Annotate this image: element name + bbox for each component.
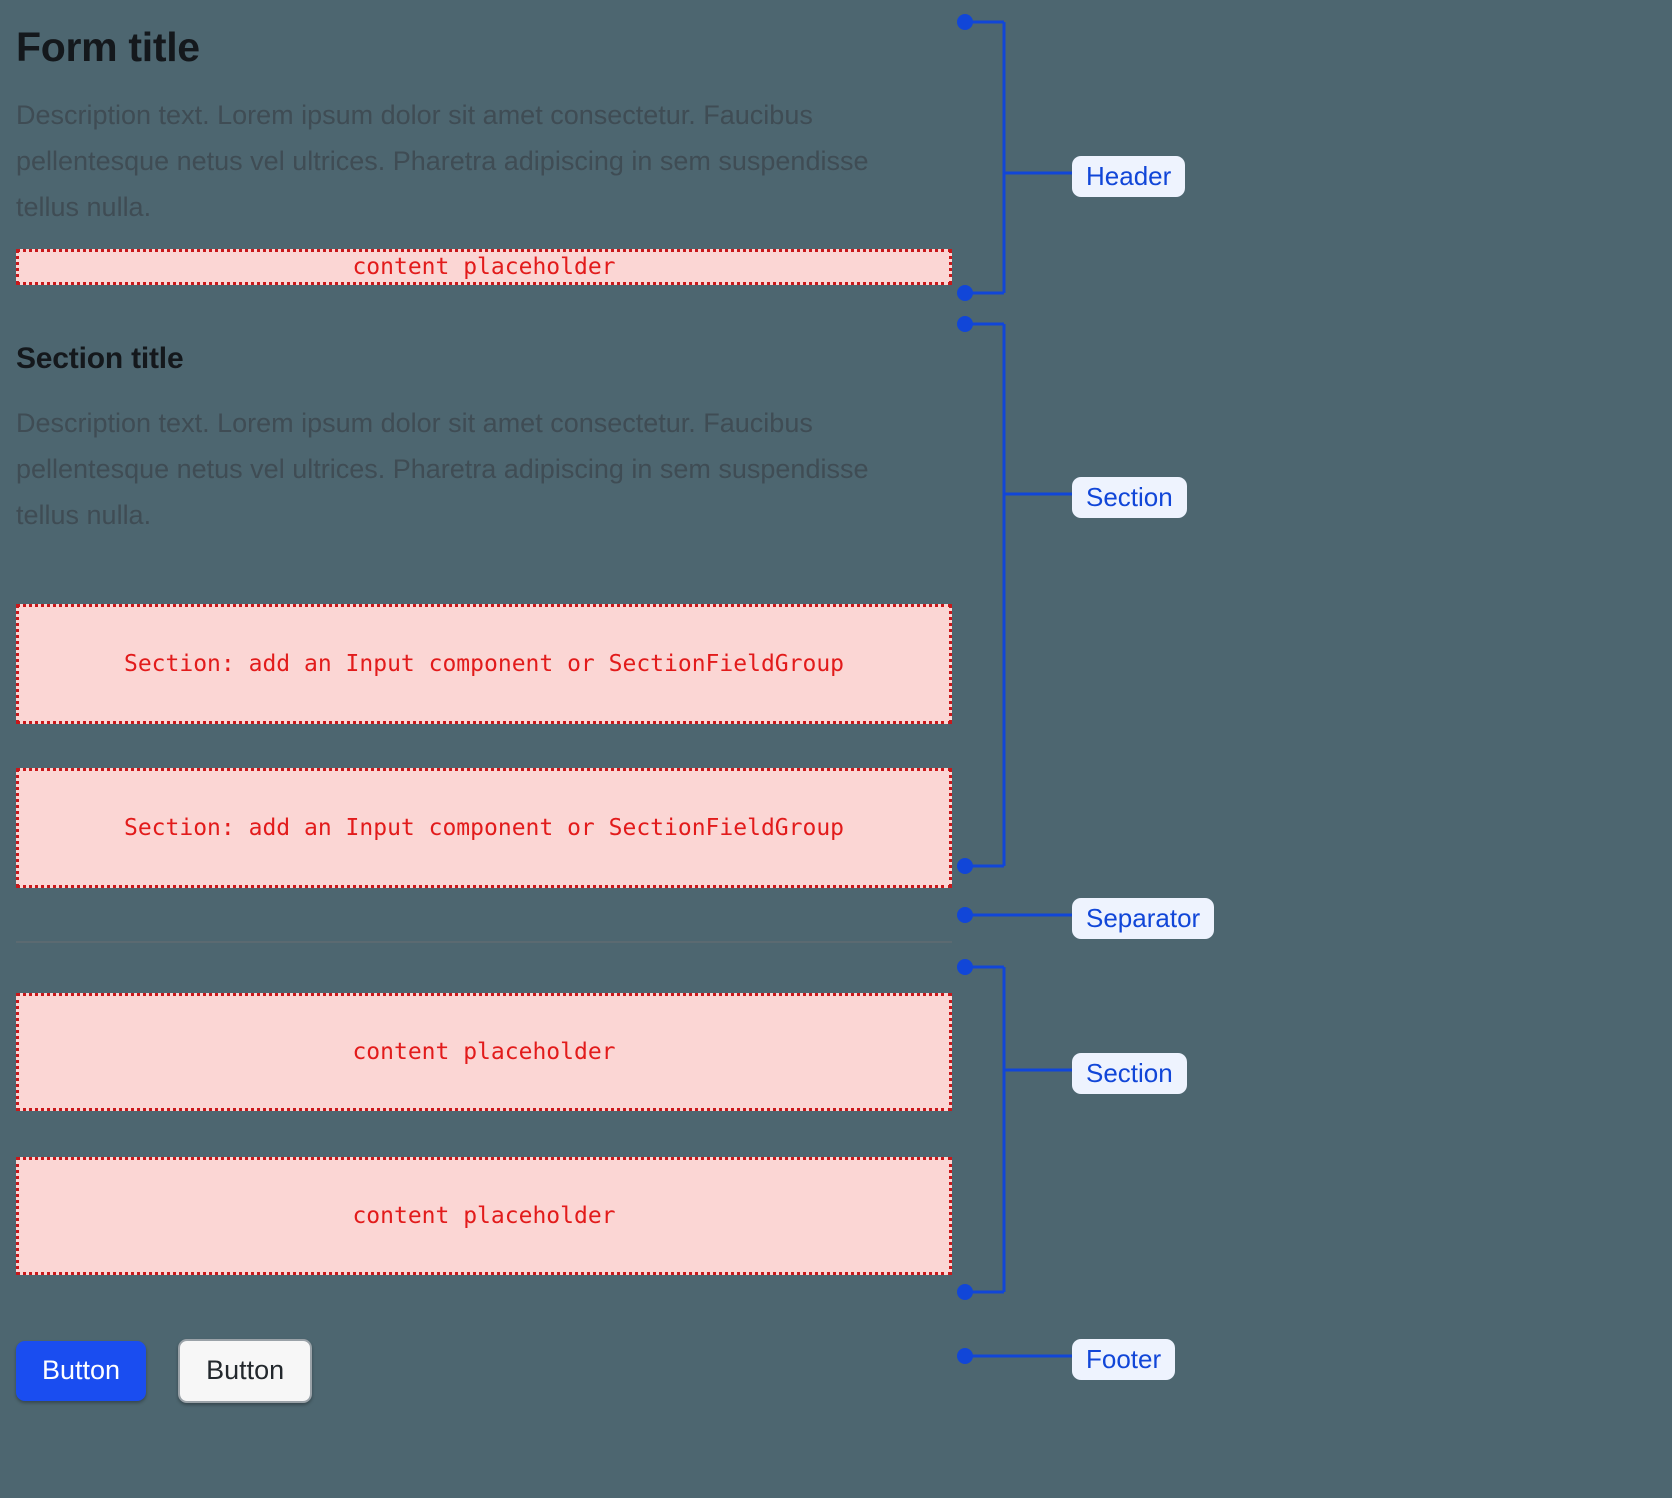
annotation-bracket-section-upper <box>957 316 1072 874</box>
page-title: Form title <box>16 24 200 70</box>
form-section-two: content placeholder content placeholder <box>16 993 952 1276</box>
annotation-label-section-upper[interactable]: Section <box>1072 477 1187 519</box>
form-section-one: Section title Description text. Lorem ip… <box>16 341 952 889</box>
annotation-label-footer[interactable]: Footer <box>1072 1339 1176 1381</box>
form-content-column: Form title Description text. Lorem ipsum… <box>16 0 952 1403</box>
secondary-button[interactable]: Button <box>178 1339 313 1403</box>
header-content-placeholder: content placeholder <box>16 248 952 285</box>
annotation-bracket-section-lower <box>957 959 1072 1300</box>
annotation-pointer-separator <box>957 907 1072 923</box>
section-title: Section title <box>16 341 184 375</box>
annotation-label-section-lower[interactable]: Section <box>1072 1053 1187 1095</box>
annotation-pointer-footer <box>957 1348 1072 1364</box>
separator <box>16 941 952 944</box>
form-footer: Button Button <box>16 1339 952 1403</box>
form-header: Form title Description text. Lorem ipsum… <box>16 0 952 285</box>
section-two-content-placeholder-2: content placeholder <box>16 1157 952 1276</box>
section-two-content-placeholder-1: content placeholder <box>16 993 952 1112</box>
section-description: Description text. Lorem ipsum dolor sit … <box>16 407 869 530</box>
annotation-label-header[interactable]: Header <box>1072 156 1186 198</box>
header-description: Description text. Lorem ipsum dolor sit … <box>16 100 869 222</box>
primary-button[interactable]: Button <box>16 1341 147 1401</box>
section-field-placeholder-1: Section: add an Input component or Secti… <box>16 604 952 725</box>
annotation-bracket-header <box>957 14 1072 301</box>
section-field-placeholder-2: Section: add an Input component or Secti… <box>16 768 952 889</box>
annotation-label-separator[interactable]: Separator <box>1072 898 1215 940</box>
